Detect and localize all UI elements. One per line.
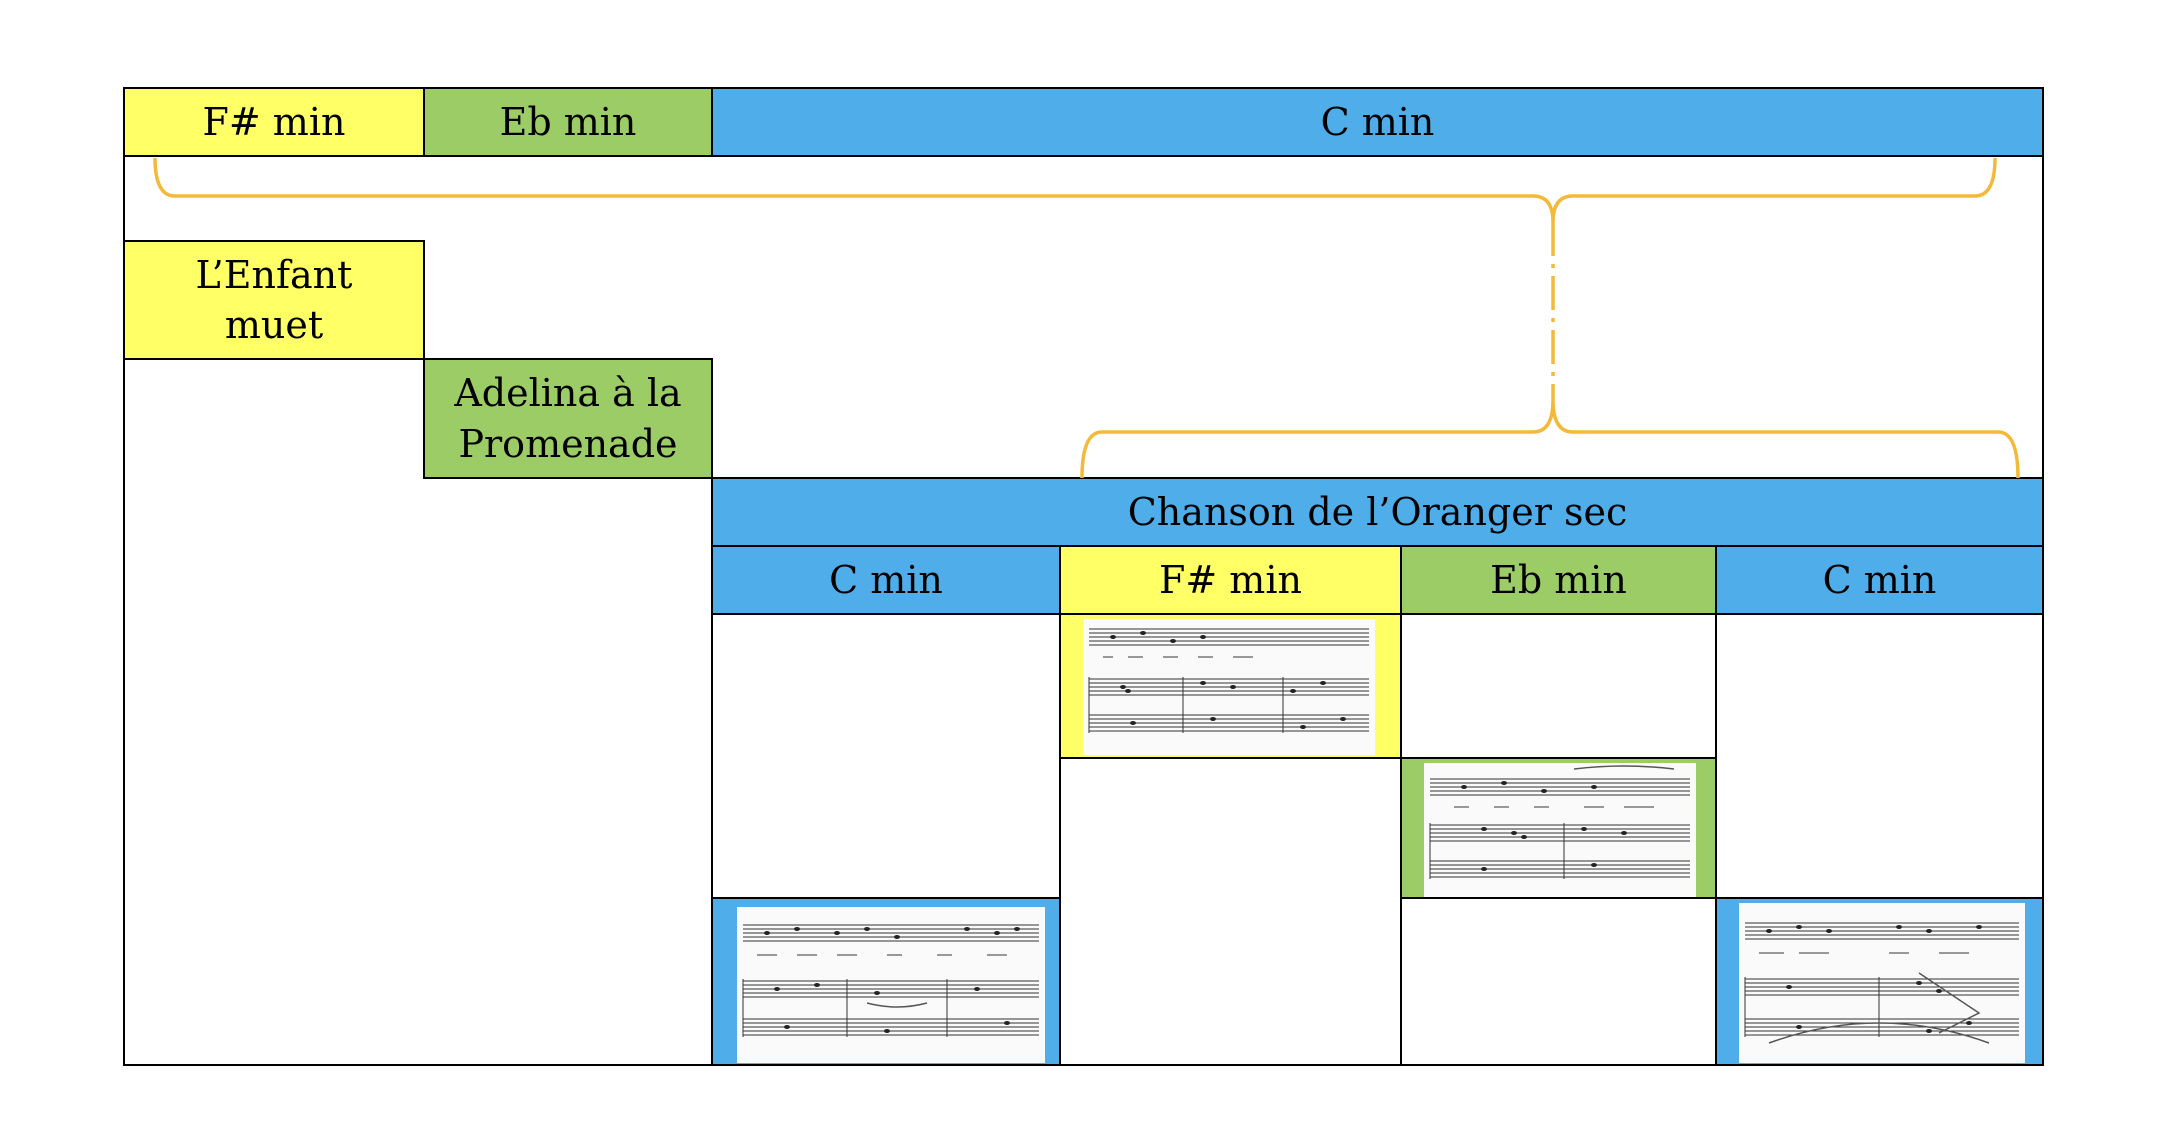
- section-f-sharp-min: F# min: [1059, 545, 1402, 615]
- piece-label: Chanson de l’Oranger sec: [1127, 489, 1628, 534]
- piece-label: Adelina à la Promenade: [454, 371, 682, 466]
- score-excerpt-eb-min: [1400, 757, 1717, 899]
- music-score-image: [1429, 765, 1690, 879]
- column-divider: [423, 358, 425, 478]
- music-score-image: [742, 924, 1039, 1037]
- score-excerpt-c-min-closing: [1715, 897, 2044, 1066]
- top-brace: [153, 157, 1997, 223]
- score-excerpt-c-min-opening: [711, 897, 1061, 1066]
- score-excerpt-f-sharp-min: [1059, 613, 1402, 759]
- top-key-f-sharp-min: F# min: [123, 87, 425, 157]
- music-score-image: [1744, 922, 2019, 1044]
- section-label: C min: [829, 557, 943, 602]
- lower-brace: [1080, 399, 2020, 479]
- top-key-label: Eb min: [499, 99, 637, 144]
- top-key-label: C min: [1320, 99, 1435, 144]
- piece-adelina-a-la-promenade: Adelina à la Promenade: [423, 358, 713, 479]
- section-label: F# min: [1159, 557, 1302, 602]
- top-key-label: F# min: [202, 99, 346, 144]
- piece-chanson-de-l-oranger-sec: Chanson de l’Oranger sec: [711, 477, 2044, 547]
- piece-l-enfant-muet: L’Enfant muet: [123, 240, 425, 360]
- section-label: C min: [1822, 557, 1937, 602]
- piece-label: L’Enfant muet: [195, 252, 353, 347]
- top-key-c-min: C min: [711, 87, 2044, 157]
- section-label: Eb min: [1490, 557, 1627, 602]
- top-key-eb-min: Eb min: [423, 87, 713, 157]
- section-c-min-closing: C min: [1715, 545, 2044, 615]
- music-score-image: [1088, 628, 1369, 733]
